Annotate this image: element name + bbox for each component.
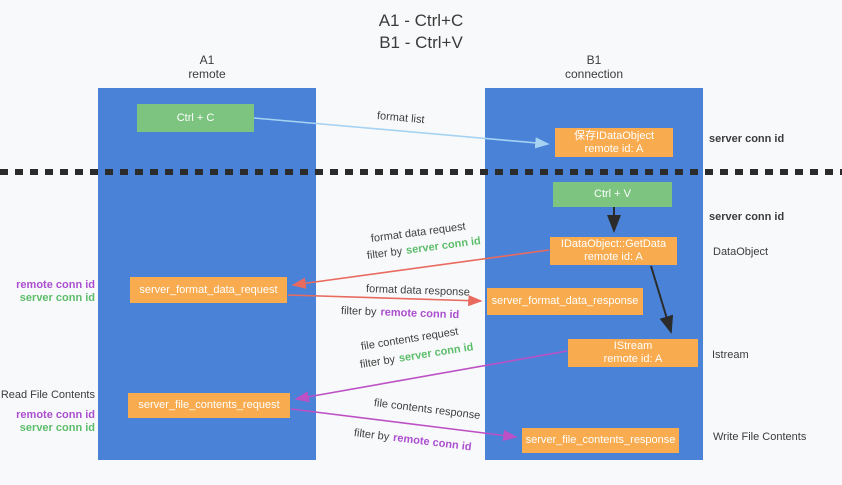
server-format-data-request-box: server_format_data_request xyxy=(130,277,287,303)
idataobject-getdata-box: IDataObject::GetData remote id: A xyxy=(550,237,677,265)
save-idataobject-line2: remote id: A xyxy=(584,142,644,155)
format-data-response-label: format data response xyxy=(365,283,471,299)
server-format-data-request-label: server_format_data_request xyxy=(139,283,278,296)
server-conn-id-right-top: server conn id xyxy=(709,133,785,145)
title-line-1: A1 - Ctrl+C xyxy=(378,11,464,30)
remote-conn-id-left-1: remote conn id xyxy=(16,279,95,291)
filter-by-text: filter by xyxy=(340,305,377,319)
format-list-label: format list xyxy=(376,110,426,127)
server-format-data-response-box: server_format_data_response xyxy=(487,288,643,315)
server-conn-id-left-1: server conn id xyxy=(19,292,95,304)
server-conn-id-left-2: server conn id xyxy=(19,422,95,434)
save-idataobject-line1: 保存IDataObject xyxy=(573,129,655,142)
lane-b1-role: connection xyxy=(564,67,624,81)
server-file-contents-request-box: server_file_contents_request xyxy=(128,393,290,418)
lane-a1-role: remote xyxy=(188,67,226,81)
title-line-2: B1 - Ctrl+V xyxy=(379,33,463,52)
istream-line1: IStream xyxy=(613,340,653,352)
server-file-contents-response-box: server_file_contents_response xyxy=(522,428,679,453)
istream-line2: remote id: A xyxy=(603,353,663,365)
left-conn-id-group-2: remote conn id server conn id xyxy=(0,409,95,435)
istream-box: IStream remote id: A xyxy=(568,339,698,367)
left-conn-id-group-1: remote conn id server conn id xyxy=(0,279,95,305)
ctrl-c-label: Ctrl + C xyxy=(176,111,215,124)
server-file-contents-response-label: server_file_contents_response xyxy=(525,434,676,446)
lane-b1-name: B1 xyxy=(586,53,602,67)
write-file-contents-label: Write File Contents xyxy=(713,431,807,443)
getdata-line2: remote id: A xyxy=(584,251,643,263)
filter-by-text: filter by xyxy=(359,353,396,371)
server-file-contents-request-label: server_file_contents_request xyxy=(138,399,280,411)
session-divider-dashed-line xyxy=(0,169,842,175)
server-conn-id-right-mid: server conn id xyxy=(709,211,785,223)
remote-conn-id-text: remote conn id xyxy=(380,306,460,322)
remote-conn-id-left-2: remote conn id xyxy=(16,409,95,421)
filter-by-text: filter by xyxy=(366,245,403,262)
ctrl-c-box: Ctrl + C xyxy=(137,104,254,132)
getdata-line1: IDataObject::GetData xyxy=(560,238,667,250)
file-contents-response-label: file contents response xyxy=(373,397,481,422)
read-file-contents-label: Read File Contents xyxy=(0,389,95,401)
istream-side-label: Istream xyxy=(712,349,749,361)
remote-conn-id-text: remote conn id xyxy=(392,431,473,454)
lane-a1-name: A1 xyxy=(199,53,215,67)
lane-b1-header: B1 connection xyxy=(534,53,654,81)
lane-a1-header: A1 remote xyxy=(147,53,267,81)
server-format-data-response-label: server_format_data_response xyxy=(491,295,639,307)
ctrl-v-label: Ctrl + V xyxy=(594,188,631,200)
ctrl-v-box: Ctrl + V xyxy=(553,182,672,207)
filter-by-text: filter by xyxy=(353,427,390,444)
dataobject-label: DataObject xyxy=(713,246,769,258)
diagram-title: A1 - Ctrl+C B1 - Ctrl+V xyxy=(0,10,842,54)
save-idataobject-box: 保存IDataObject remote id: A xyxy=(555,128,673,157)
